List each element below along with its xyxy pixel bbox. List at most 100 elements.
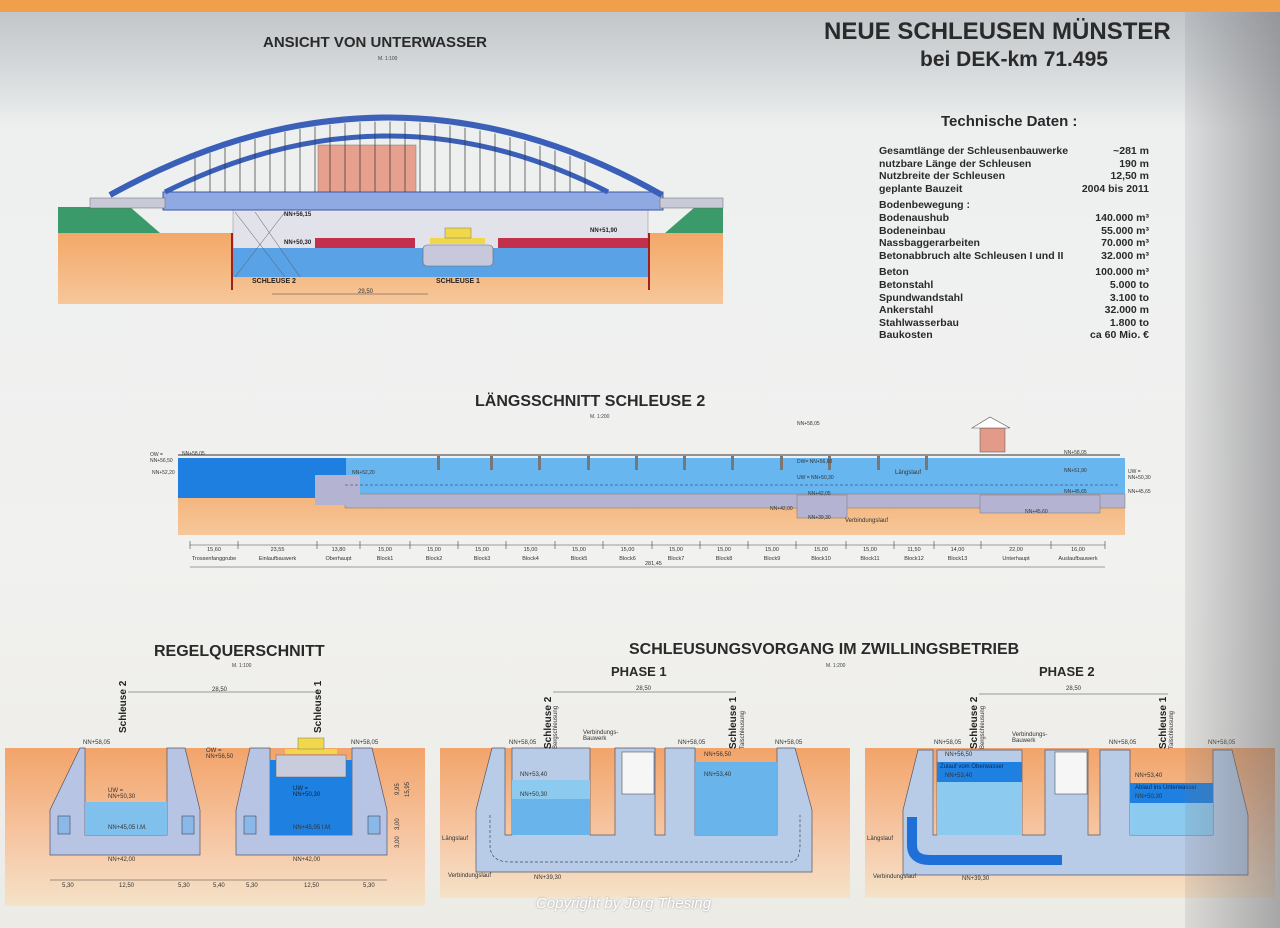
level-label: NN+50,30: [520, 792, 548, 798]
level-label: OW = NN+56,50: [150, 452, 173, 464]
right-embankment: [665, 207, 723, 233]
bridge-arch-inner: [163, 133, 610, 195]
left-embankment: [58, 207, 160, 233]
segment-name: Block12: [904, 556, 924, 562]
spacing-label: 29,50: [358, 289, 374, 295]
segment-length: 15,00: [378, 547, 392, 553]
red-band: [315, 238, 415, 248]
segment-length: 15,00: [717, 547, 731, 553]
row-value: ~281 m: [1113, 145, 1149, 157]
lock1-label: Schleuse 1: [728, 696, 739, 749]
pier: [635, 456, 638, 470]
segment-name: Block6: [619, 556, 636, 562]
pier: [925, 456, 928, 470]
level-label: NN+56,15: [284, 212, 312, 218]
elevation-scale: M. 1:100: [378, 56, 398, 62]
bridge-hangers: [194, 121, 586, 192]
red-band: [498, 238, 648, 248]
level-label: NN+53,40: [945, 773, 973, 779]
cross-lines: [234, 211, 301, 278]
level-label: NN+51,90: [1064, 468, 1087, 474]
cross-section-drawing: [5, 691, 425, 906]
height-label: 15,95: [405, 781, 411, 797]
cross-section-title: REGELQUERSCHNITT: [154, 643, 325, 660]
segment-length: 15,00: [863, 547, 877, 553]
control-tower: [979, 427, 1006, 453]
longitudinal-title: LÄNGSSCHNITT SCHLEUSE 2: [475, 393, 706, 410]
row-value: 12,50 m: [1110, 170, 1149, 183]
level-label: NN+58,05: [1208, 740, 1236, 746]
spacing-label: 28,50: [1066, 686, 1082, 692]
row-value: 32.000 m³: [1101, 249, 1149, 262]
phase1-drawing: [440, 691, 850, 898]
longitudinal-scale: M. 1:200: [590, 414, 610, 420]
inflow-label: Zulauf vom Oberwasser: [940, 764, 1004, 770]
width-label: 5,30: [62, 883, 74, 889]
row-label: Beton: [879, 266, 909, 279]
phase2-title: PHASE 2: [1039, 664, 1095, 679]
pier: [538, 456, 541, 470]
spacing-label: 28,50: [212, 687, 228, 693]
level-label: NN+42,00: [770, 506, 793, 512]
spacing-label: 28,50: [636, 686, 652, 692]
segment-name: Block8: [715, 556, 733, 562]
board-subtitle: bei DEK-km 71.495: [920, 48, 1108, 71]
row-value: 3.100 to: [1109, 291, 1149, 304]
segment-length: 15,60: [207, 547, 221, 553]
level-label: NN+45,60: [1025, 509, 1048, 515]
lock1-sub: Talschleusung: [740, 710, 746, 749]
level-label: UW = NN+50,30: [108, 788, 136, 800]
level-label: NN+45,65: [1064, 489, 1087, 495]
segment-name: Block7: [667, 556, 685, 562]
width-label: 5,40: [213, 883, 225, 889]
level-label: NN+50,30: [1135, 794, 1163, 800]
level-label: OW = NN+56,50: [206, 748, 234, 760]
level-label: NN+39,30: [534, 875, 562, 881]
segment-name: Block9: [763, 556, 781, 562]
longitudinal-channel: [489, 815, 801, 863]
tower-building: [317, 144, 417, 193]
connector-building: [621, 751, 655, 795]
segment-name: Block2: [425, 556, 443, 562]
row-label: geplante Bauzeit: [879, 182, 963, 195]
lock1-sub: Talschleusung: [1169, 710, 1175, 749]
level-label: NN+58,05: [351, 740, 379, 746]
row-value: ca 60 Mio. €: [1090, 329, 1149, 342]
segment-name: Block13: [947, 556, 968, 562]
level-label: NN+52,20: [352, 470, 375, 476]
level-label: NN+53,40: [1135, 773, 1163, 779]
segment-length: 23,55: [270, 547, 285, 553]
connector-building: [1054, 751, 1088, 795]
segment-name: Block10: [811, 556, 831, 562]
segment-length: 11,50: [907, 547, 921, 553]
level-label: DW= NN+56,60: [797, 459, 833, 465]
lock2-sub: Bergschleusung: [553, 705, 559, 749]
row-label: Bodenaushub: [879, 211, 949, 224]
width-label: 5,30: [363, 883, 375, 889]
level-label: NN+53,40: [704, 772, 732, 778]
level-label: NN+45,05 I.M.: [108, 825, 147, 831]
row-label: Bodeneinbau: [879, 224, 946, 237]
lock1-label: Schleuse 1: [313, 680, 324, 733]
row-value: 5.000 to: [1109, 278, 1149, 291]
right-chamber-water: [695, 762, 777, 835]
level-label: NN+56,50: [704, 752, 732, 758]
technical-data-row: Nutzbreite der Schleusen 12,50 m: [879, 170, 1149, 183]
copyright-watermark: Copyright by Jörg Thesing: [536, 895, 712, 912]
level-label: NN+58,05: [1109, 740, 1137, 746]
level-label: NN+58,05: [934, 740, 962, 746]
row-label: Nutzbreite der Schleusen: [879, 170, 1006, 183]
phase2-drawing: [865, 693, 1275, 898]
row-value: 1.800 to: [1109, 316, 1149, 329]
technical-data-row: Bodenbewegung :: [879, 199, 1149, 212]
segment-length: 15,00: [669, 547, 683, 553]
